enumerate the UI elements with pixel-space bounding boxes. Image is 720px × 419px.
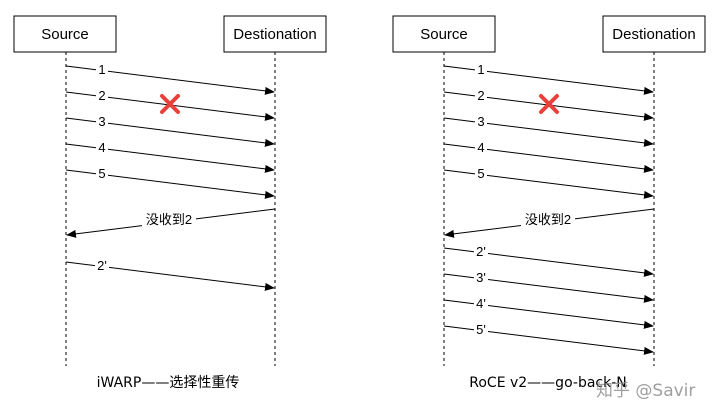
source-box (13, 15, 117, 53)
message-label: 4 (477, 140, 484, 155)
retransmit-label: 2' (476, 244, 486, 259)
caption: RoCE v2——go-back-N (469, 375, 627, 391)
red-cross-icon (539, 94, 559, 114)
message-label: 4 (98, 140, 105, 155)
destination-label: Destionation (233, 26, 316, 43)
rocev2-diagram: Source Destionation 1 2 3 4 5 没收到2 2' (392, 15, 706, 391)
retransmit-label: 5' (476, 322, 486, 337)
nak-label: 没收到2 (525, 212, 571, 227)
message-label: 3 (477, 114, 484, 129)
destination-label: Destionation (612, 26, 695, 43)
iwarp-diagram: Source Destionation 1 2 3 4 5 没收到2 (13, 15, 327, 391)
caption: iWARP——选择性重传 (97, 375, 240, 391)
source-label: Source (41, 26, 89, 43)
message-label: 2 (98, 88, 105, 103)
message-label: 3 (98, 114, 105, 129)
destination-box (223, 15, 327, 53)
watermark: 知乎 @Savir (596, 381, 695, 401)
red-cross-icon (160, 94, 180, 114)
destination-box (602, 15, 706, 53)
source-label: Source (420, 26, 468, 43)
source-box (392, 15, 496, 53)
message-label: 1 (477, 62, 484, 77)
retransmit-label: 2' (97, 258, 107, 273)
message-label: 2 (477, 88, 484, 103)
nak-label: 没收到2 (146, 212, 192, 227)
message-label: 1 (98, 62, 105, 77)
retransmit-label: 3' (476, 270, 486, 285)
retransmit-label: 4' (476, 296, 486, 311)
message-label: 5 (98, 166, 105, 181)
message-label: 5 (477, 166, 484, 181)
